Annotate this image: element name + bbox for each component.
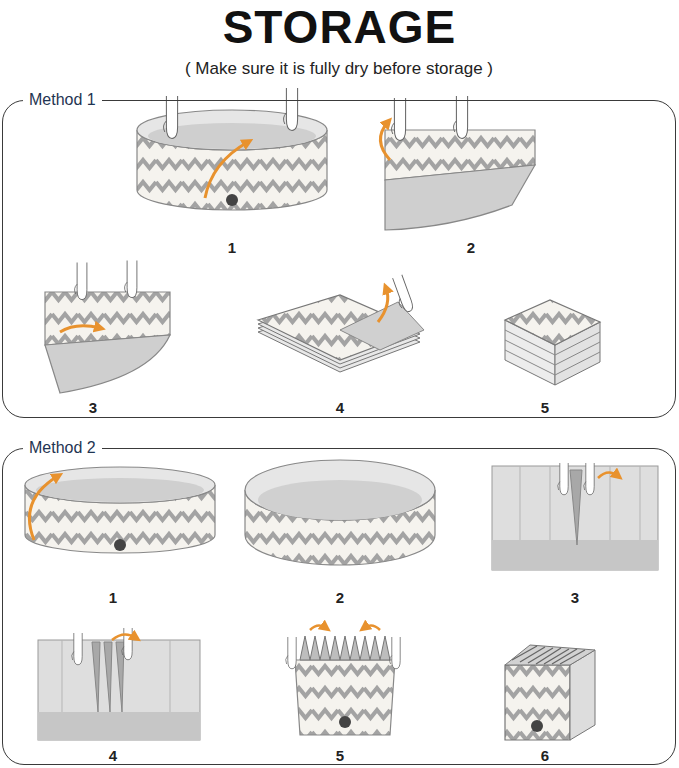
pool-pleated (286, 625, 401, 735)
pool-quarter-folded (45, 261, 170, 394)
step-number: 5 (336, 747, 344, 765)
step-number: 5 (541, 399, 549, 417)
pool-open (137, 88, 327, 210)
pool-folded-box (505, 645, 595, 740)
step-number: 1 (228, 239, 236, 257)
pool-stacked-folds (258, 275, 424, 372)
note-text: ( Make sure it is fully dry before stora… (185, 58, 493, 80)
step-number: 6 (541, 747, 549, 765)
method-heading: Method 1 (23, 90, 102, 110)
step-number: 4 (336, 399, 344, 417)
pool-folded-pack (505, 300, 600, 385)
method-heading: Method 2 (23, 438, 102, 458)
step-number: 2 (336, 589, 344, 607)
pool-open (25, 467, 215, 553)
method-panel: Method 1 (2, 100, 676, 418)
pool-half-folded (380, 96, 535, 230)
step-number: 3 (89, 399, 97, 417)
pool-top-view (245, 460, 435, 565)
step-number: 2 (467, 239, 475, 257)
step-number: 3 (571, 589, 579, 607)
step-number: 4 (109, 747, 117, 765)
pool-wall-pinch (492, 463, 658, 570)
step-number: 1 (109, 589, 117, 607)
pool-wall-pleat (38, 628, 200, 740)
method-panel: Method 2 (2, 448, 676, 765)
page-title: STORAGE (0, 2, 679, 52)
